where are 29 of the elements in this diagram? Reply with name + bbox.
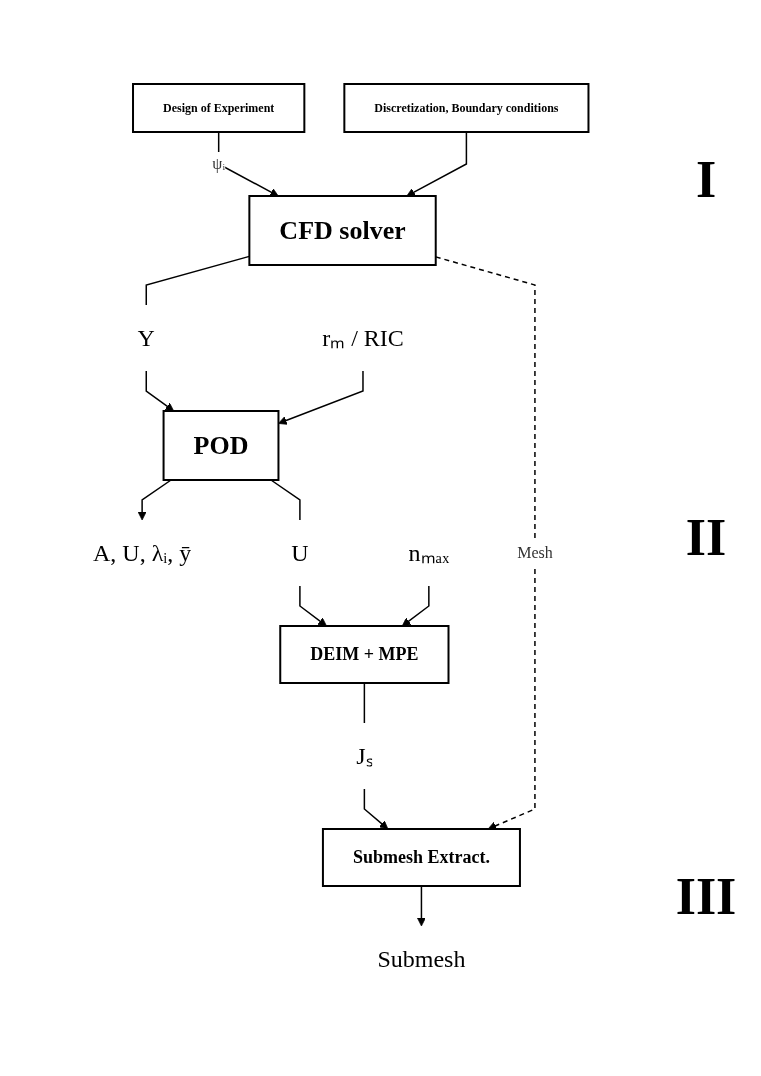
node-text: U [291, 540, 309, 566]
edge-label: ψᵢ [212, 155, 225, 172]
section-numeral: II [685, 508, 727, 568]
arrow [298, 585, 327, 627]
node-box: Design of Experiment [131, 83, 306, 133]
arrow [416, 885, 426, 927]
node-text: Jₛ [355, 743, 373, 769]
node-box: DEIM + MPE [279, 625, 450, 684]
node-text: A, U, λᵢ, ȳ [92, 540, 191, 566]
node-box: CFD solver [248, 195, 437, 266]
connector [269, 479, 301, 521]
connector [363, 682, 365, 724]
section-numeral: I [695, 149, 717, 209]
node-text: rₘ / RIC [321, 325, 404, 351]
arrow [406, 131, 467, 197]
node-text: nₘₐₓ [408, 540, 449, 566]
arrow [145, 370, 174, 412]
node-box: POD [162, 410, 280, 481]
node-box: Submesh Extract. [321, 828, 521, 887]
arrow [137, 479, 172, 521]
section-numeral: III [675, 867, 737, 927]
connector [145, 255, 250, 306]
edge-label: Mesh [516, 544, 553, 561]
arrow [217, 131, 279, 197]
node-text: Submesh [377, 946, 466, 972]
node-box: Discretization, Boundary conditions [343, 83, 590, 133]
arrow [363, 788, 389, 830]
arrow [401, 585, 430, 627]
node-text: Y [137, 325, 155, 351]
